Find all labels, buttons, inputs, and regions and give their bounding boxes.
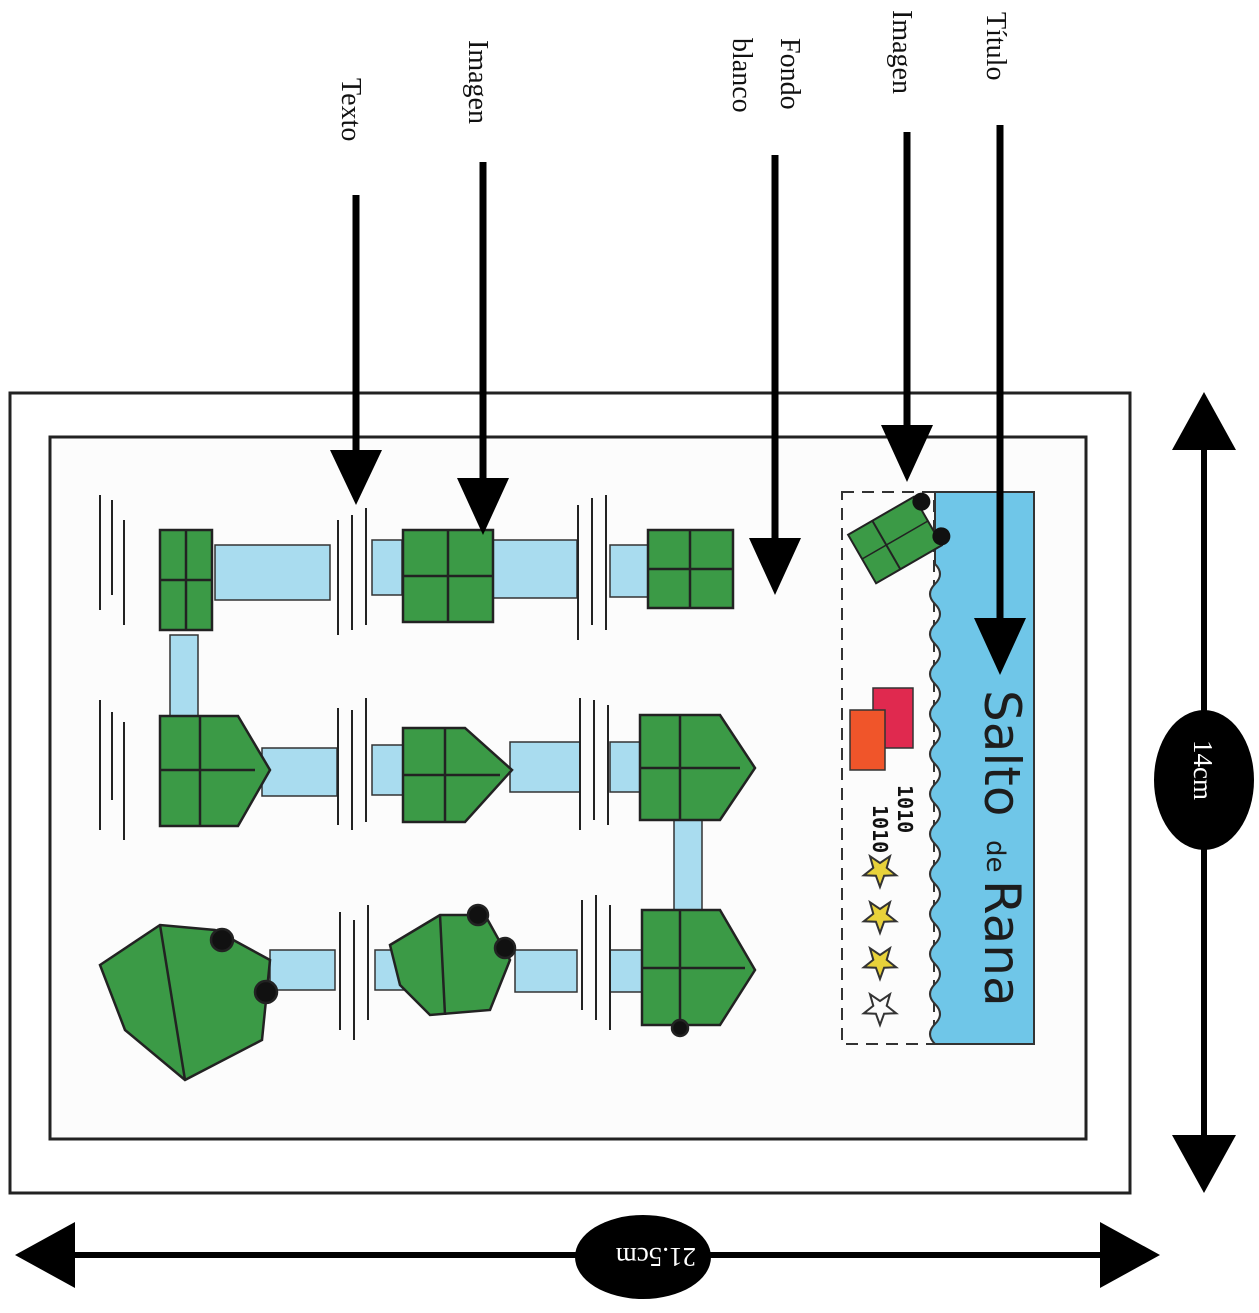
arrow-imagen-levels xyxy=(457,162,509,535)
label-imagen-header: Imagen xyxy=(886,10,917,94)
path-r3-c xyxy=(515,950,577,992)
dimension-height: 14cm xyxy=(1154,392,1254,1193)
path-r1-c xyxy=(492,540,577,598)
label-texto: Texto xyxy=(335,78,366,141)
path-r3-d xyxy=(610,950,642,992)
width-label: 21.5cm xyxy=(616,1242,696,1272)
label-titulo: Título xyxy=(980,12,1011,80)
path-link-right xyxy=(674,820,702,910)
title-main: Salto xyxy=(973,690,1031,816)
level-node-2 xyxy=(403,530,493,622)
path-r2-d xyxy=(610,742,640,792)
title-rana: Rana xyxy=(973,880,1031,1007)
label-blanco: blanco xyxy=(726,38,757,113)
score-1: 1010 xyxy=(893,785,917,833)
level-node-1 xyxy=(160,530,212,630)
path-link-left xyxy=(170,635,198,717)
title-de: de xyxy=(980,840,1010,873)
dimension-width: 21.5cm xyxy=(15,1215,1160,1299)
path-r1-a xyxy=(215,545,330,600)
label-fondo: Fondo xyxy=(774,38,805,110)
path-r1-d xyxy=(610,545,648,597)
arrow-imagen-header xyxy=(881,132,933,482)
score-2: 1010 xyxy=(868,805,892,853)
height-label: 14cm xyxy=(1188,740,1218,800)
arrow-texto xyxy=(330,195,382,505)
label-imagen-levels: Imagen xyxy=(462,40,493,124)
path-r2-b xyxy=(372,745,404,795)
orange-card xyxy=(850,710,885,770)
path-r1-b xyxy=(372,540,402,595)
path-r2-a xyxy=(262,748,337,796)
path-r2-c xyxy=(510,742,580,792)
path-r3-a xyxy=(270,950,335,990)
level-node-3 xyxy=(648,530,733,608)
